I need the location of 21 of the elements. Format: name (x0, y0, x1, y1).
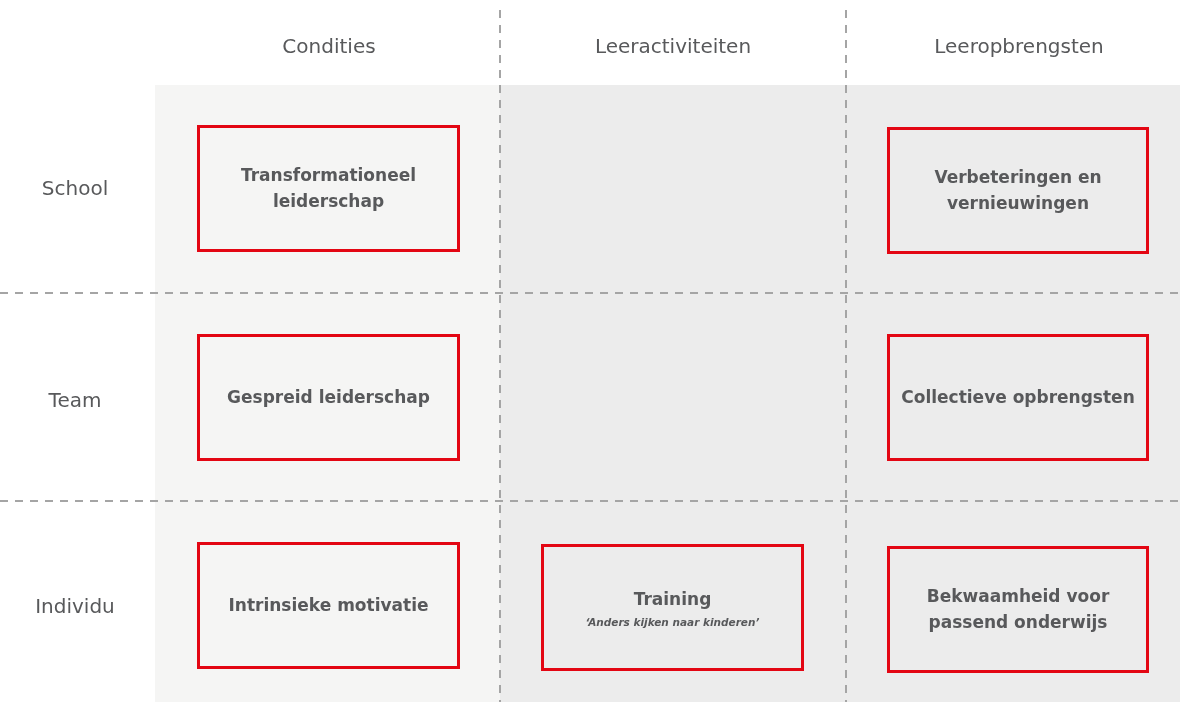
column-header: Leeractiviteiten (594, 34, 752, 58)
box-subtitle: ‘Anders kijken naar kinderen’ (585, 615, 760, 628)
box-title: Verbeteringen en vernieuwingen (933, 166, 1103, 215)
column-header: Leeropbrengsten (934, 34, 1104, 58)
box-title: Intrinsieke motivatie (228, 593, 429, 617)
row-header: Individu (35, 594, 115, 618)
row-header: Team (48, 388, 102, 412)
box-title: Bekwaamheid voor passend onderwijs (925, 585, 1111, 634)
concept-box (887, 334, 1149, 461)
concept-box (541, 544, 804, 671)
concept-box (197, 125, 460, 252)
box-title: Gespreid leiderschap (227, 385, 430, 409)
concept-box (887, 127, 1149, 254)
box-title: Training (633, 588, 712, 612)
concept-box (197, 542, 460, 669)
box-title: Collectieve opbrengsten (901, 385, 1135, 409)
box-title: Transformationeel leiderschap (239, 164, 418, 213)
column-header: Condities (282, 34, 376, 58)
concept-box (197, 334, 460, 461)
concept-box (887, 546, 1149, 673)
row-header: School (41, 176, 109, 200)
